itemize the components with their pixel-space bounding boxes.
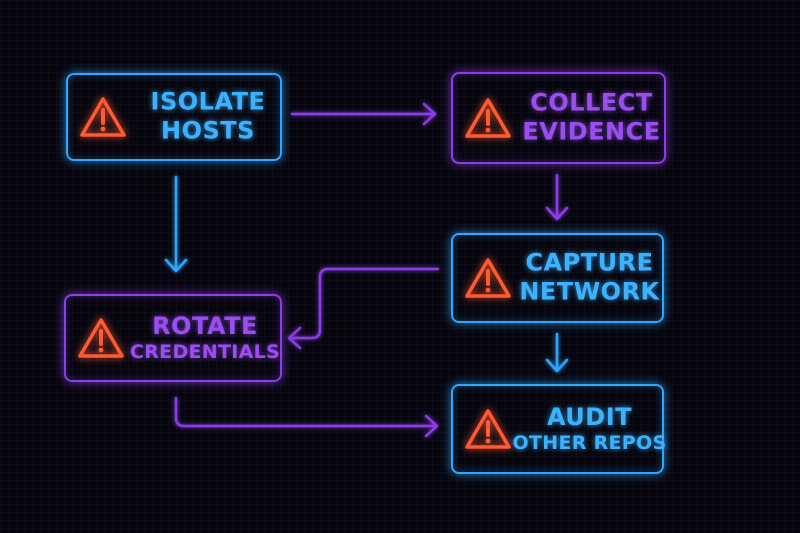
node-title: ROTATE — [152, 311, 258, 340]
edge-rotate-to-audit — [174, 396, 439, 438]
node-rotate-credentials[interactable]: ROTATE CREDENTIALS — [64, 294, 282, 382]
node-label: AUDIT OTHER REPOS — [513, 402, 667, 455]
node-collect-evidence[interactable]: COLLECT EVIDENCE — [451, 72, 666, 164]
node-subtitle: EVIDENCE — [522, 118, 661, 146]
node-title: CAPTURE — [525, 248, 654, 277]
node-subtitle: HOSTS — [161, 117, 255, 145]
warning-icon — [465, 409, 511, 449]
node-isolate-hosts[interactable]: ISOLATE HOSTS — [66, 73, 282, 161]
node-title: ISOLATE — [150, 87, 266, 116]
node-subtitle: OTHER REPOS — [512, 432, 667, 455]
node-audit-other-repos[interactable]: AUDIT OTHER REPOS — [451, 384, 667, 474]
warning-icon — [78, 318, 124, 358]
node-title: COLLECT — [530, 88, 653, 117]
edge-capture-to-audit — [545, 332, 569, 373]
node-title: AUDIT — [546, 402, 633, 431]
node-capture-network[interactable]: CAPTURE NETWORK — [451, 233, 664, 323]
edge-collect-to-capture — [545, 173, 569, 221]
node-subtitle: CREDENTIALS — [129, 341, 281, 364]
node-label: ROTATE CREDENTIALS — [130, 312, 280, 364]
warning-icon — [465, 98, 511, 138]
edge-capture-to-rotate — [287, 267, 440, 350]
node-label: ISOLATE HOSTS — [136, 88, 280, 147]
edge-isolate-to-collect — [290, 102, 437, 126]
edge-isolate-to-rotate — [164, 175, 188, 273]
node-subtitle: NETWORK — [519, 278, 660, 306]
warning-icon — [80, 97, 126, 137]
warning-icon — [465, 258, 511, 298]
node-label: CAPTURE NETWORK — [517, 249, 662, 308]
node-label: COLLECT EVIDENCE — [519, 89, 664, 148]
